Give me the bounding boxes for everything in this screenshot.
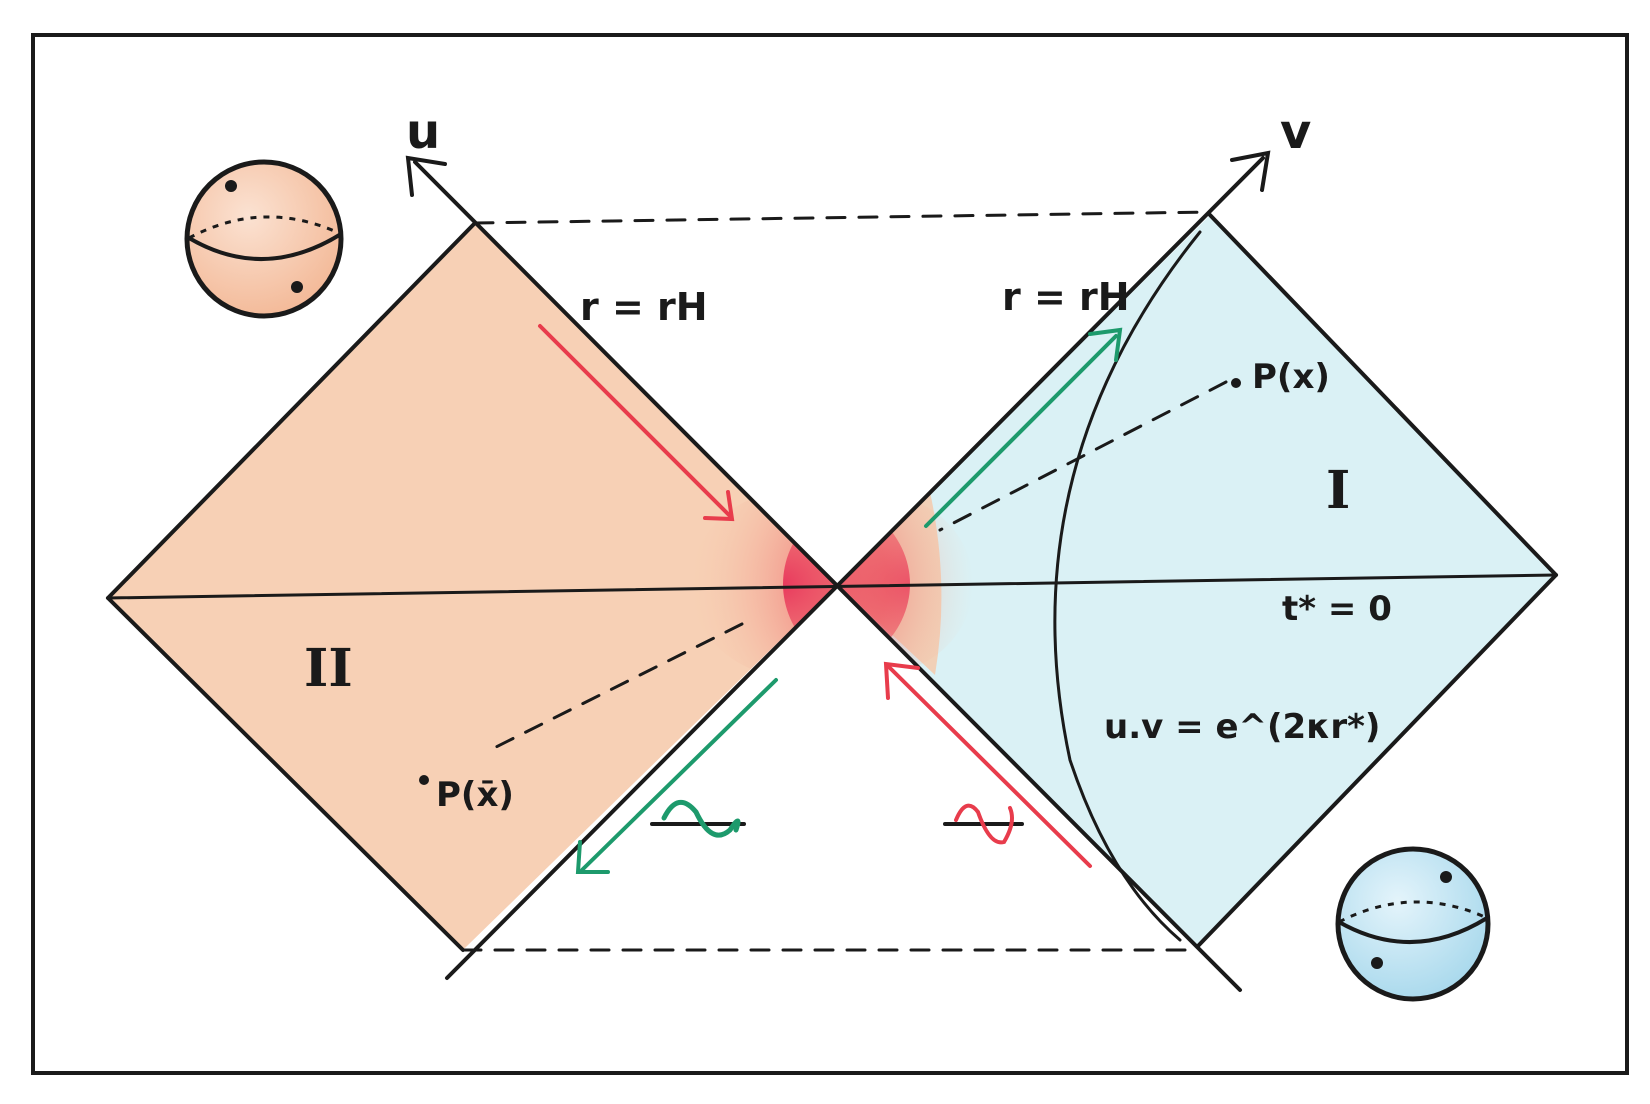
v-axis-label: v (1280, 104, 1311, 160)
point-P-xbar-dot (419, 775, 429, 785)
v-axis-arrowhead (1230, 150, 1271, 192)
right-diamond-bottom-right-edge (1196, 573, 1558, 948)
horizon-right-label: r = rH (1002, 275, 1130, 319)
right-diamond-top-right-edge (1208, 213, 1558, 577)
point-P-x-dot (1231, 378, 1241, 388)
left-diamond-top-left-edge (106, 221, 477, 600)
u-axis-line (413, 160, 1242, 992)
red-arrow-left-head (703, 490, 735, 522)
left-diamond-bottom-left-edge (106, 596, 465, 952)
point-P-x-label: P(x) (1252, 357, 1330, 397)
u-axis-label: u (406, 104, 440, 160)
sphere-left-icon (184, 159, 344, 319)
v-axis-line (445, 156, 1265, 980)
red-arrow-left-shaft (538, 324, 732, 518)
red-arrow-right-shaft (886, 664, 1092, 868)
green-arrow-right-head (1088, 327, 1123, 362)
sphere-right-icon (1335, 846, 1491, 1002)
region-II-label: II (304, 638, 353, 699)
frame (31, 33, 1629, 1075)
dashed-line-to-P-x (938, 380, 1228, 532)
green-arrow-left-head (575, 840, 610, 874)
region-I-label: I (1326, 460, 1350, 521)
past-wedge (463, 584, 1198, 950)
u-axis-arrowhead (405, 155, 447, 197)
hyperbola-label: u.v = e^(2κr*) (1104, 707, 1380, 747)
t-star-zero-label: t* = 0 (1282, 589, 1392, 629)
red-arrow-right-head (883, 661, 920, 700)
green-wave-icon (661, 800, 741, 838)
dashed-line-to-P-xbar (488, 622, 744, 752)
future-wedge (475, 215, 1210, 584)
top-dashed-line (473, 210, 1212, 225)
point-P-xbar-label: P(x̄) (436, 775, 514, 815)
t-star-zero-line (106, 573, 1558, 600)
hyperbola-curve (1053, 230, 1202, 942)
horizon-left-label: r = rH (580, 285, 708, 329)
green-arrow-left-shaft (580, 678, 778, 872)
red-wave-icon (954, 803, 1014, 845)
green-arrow-right-shaft (924, 334, 1118, 528)
